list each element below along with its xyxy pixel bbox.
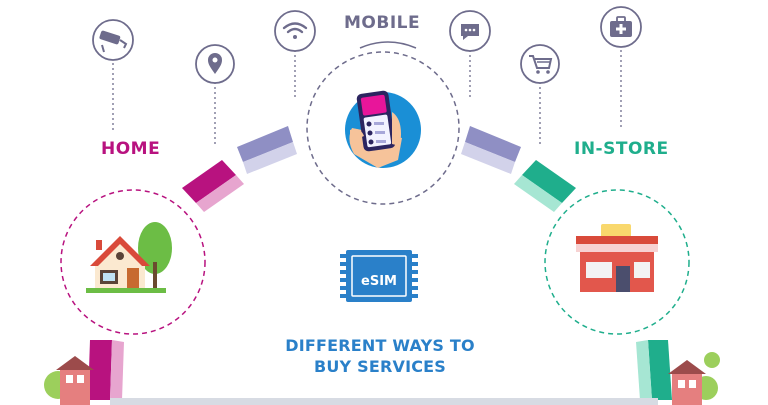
in-store-label: IN-STORE [574, 139, 669, 159]
mobile-label: MOBILE [344, 13, 421, 33]
home-label: HOME [101, 139, 161, 159]
medical-kit-icon [600, 6, 642, 48]
headline-line-1: DIFFERENT WAYS TO [285, 336, 475, 355]
store-illustration [576, 224, 658, 292]
house-illustration [86, 222, 172, 293]
mobile-circle [306, 51, 460, 205]
in-store-circle [544, 189, 690, 335]
headline: DIFFERENT WAYS TO BUY SERVICES [230, 335, 530, 377]
location-pin-icon [195, 44, 235, 84]
esim-chip [340, 250, 418, 302]
headline-line-2: BUY SERVICES [313, 357, 447, 376]
wifi-icon [274, 10, 316, 52]
arc-segments [88, 126, 672, 400]
ground-strip [110, 398, 658, 405]
connector-lines [112, 45, 622, 145]
phone-in-hand-illustration [345, 90, 421, 168]
esim-chip-label: eSIM [361, 274, 397, 289]
chat-icon [449, 10, 491, 52]
mobile-label-arc [359, 41, 417, 49]
shopping-cart-icon [520, 44, 560, 84]
corner-house-right [668, 352, 720, 405]
security-camera-icon [92, 19, 134, 61]
corner-house-left [44, 356, 94, 405]
home-circle [60, 189, 206, 335]
